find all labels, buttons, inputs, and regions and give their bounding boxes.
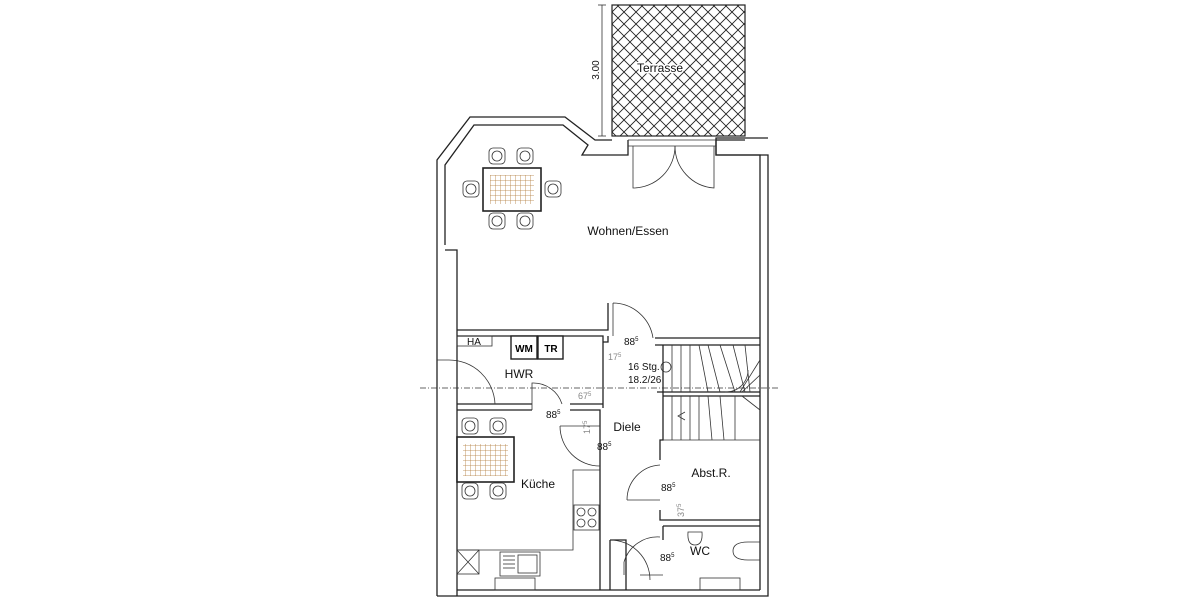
svg-text:375: 375 (676, 503, 686, 517)
room-label-kueche: Küche (521, 477, 555, 491)
washing-machine (510, 335, 538, 360)
room-label-terrasse: Terrasse (637, 61, 683, 75)
room-label-diele: Diele (613, 420, 641, 434)
svg-text:175: 175 (608, 352, 622, 362)
room-label-abstr: Abst.R. (691, 466, 730, 480)
chairs (462, 147, 562, 230)
door-width-label: 885 (624, 337, 639, 348)
room-label-wc: WC (690, 544, 710, 558)
stove (573, 504, 600, 531)
toilet (732, 541, 760, 561)
wall-offset-labels: 175 675 175 375 (578, 352, 686, 517)
svg-text:675: 675 (578, 391, 592, 401)
dryer (537, 335, 564, 360)
label-tr: TR (544, 344, 558, 355)
door-width-label: 885 (661, 483, 676, 494)
room-label-hwr: HWR (505, 367, 534, 381)
door-entrance (609, 539, 651, 581)
washbasin (687, 531, 703, 546)
terrace-double-door[interactable] (632, 145, 715, 189)
dimension-terrace-depth: 3.00 (591, 60, 602, 80)
door-width-label: 885 (597, 442, 612, 453)
door-width-label: 885 (546, 410, 561, 421)
door-width-labels: 885 885 885 885 885 (546, 337, 676, 564)
stairs-ratio: 18.2/26 (628, 375, 662, 386)
door-kueche (559, 425, 601, 467)
kitchen-furniture (456, 417, 741, 591)
dining-table (462, 147, 562, 230)
wc-fixtures (687, 531, 760, 561)
stairs-steps: 16 Stg. (628, 362, 660, 373)
label-ha: HA (467, 337, 481, 348)
interior-walls (457, 303, 760, 590)
sink (499, 551, 541, 577)
door-width-label: 885 (660, 553, 675, 564)
terrace: Terrasse 3.00 (591, 4, 746, 137)
doors[interactable] (437, 302, 663, 581)
door-wc (623, 536, 663, 576)
door-hwr (531, 382, 563, 410)
door-abstr (626, 464, 661, 501)
label-wm: WM (515, 344, 533, 355)
staircase: 16 Stg. 18.2/26 (420, 344, 780, 441)
door-hwr-exterior (437, 359, 496, 405)
room-label-wohnen-essen: Wohnen/Essen (587, 224, 668, 238)
hwr-fixtures: HA WM TR (456, 335, 564, 360)
svg-text:175: 175 (582, 420, 592, 434)
door-wohnen (612, 302, 654, 339)
